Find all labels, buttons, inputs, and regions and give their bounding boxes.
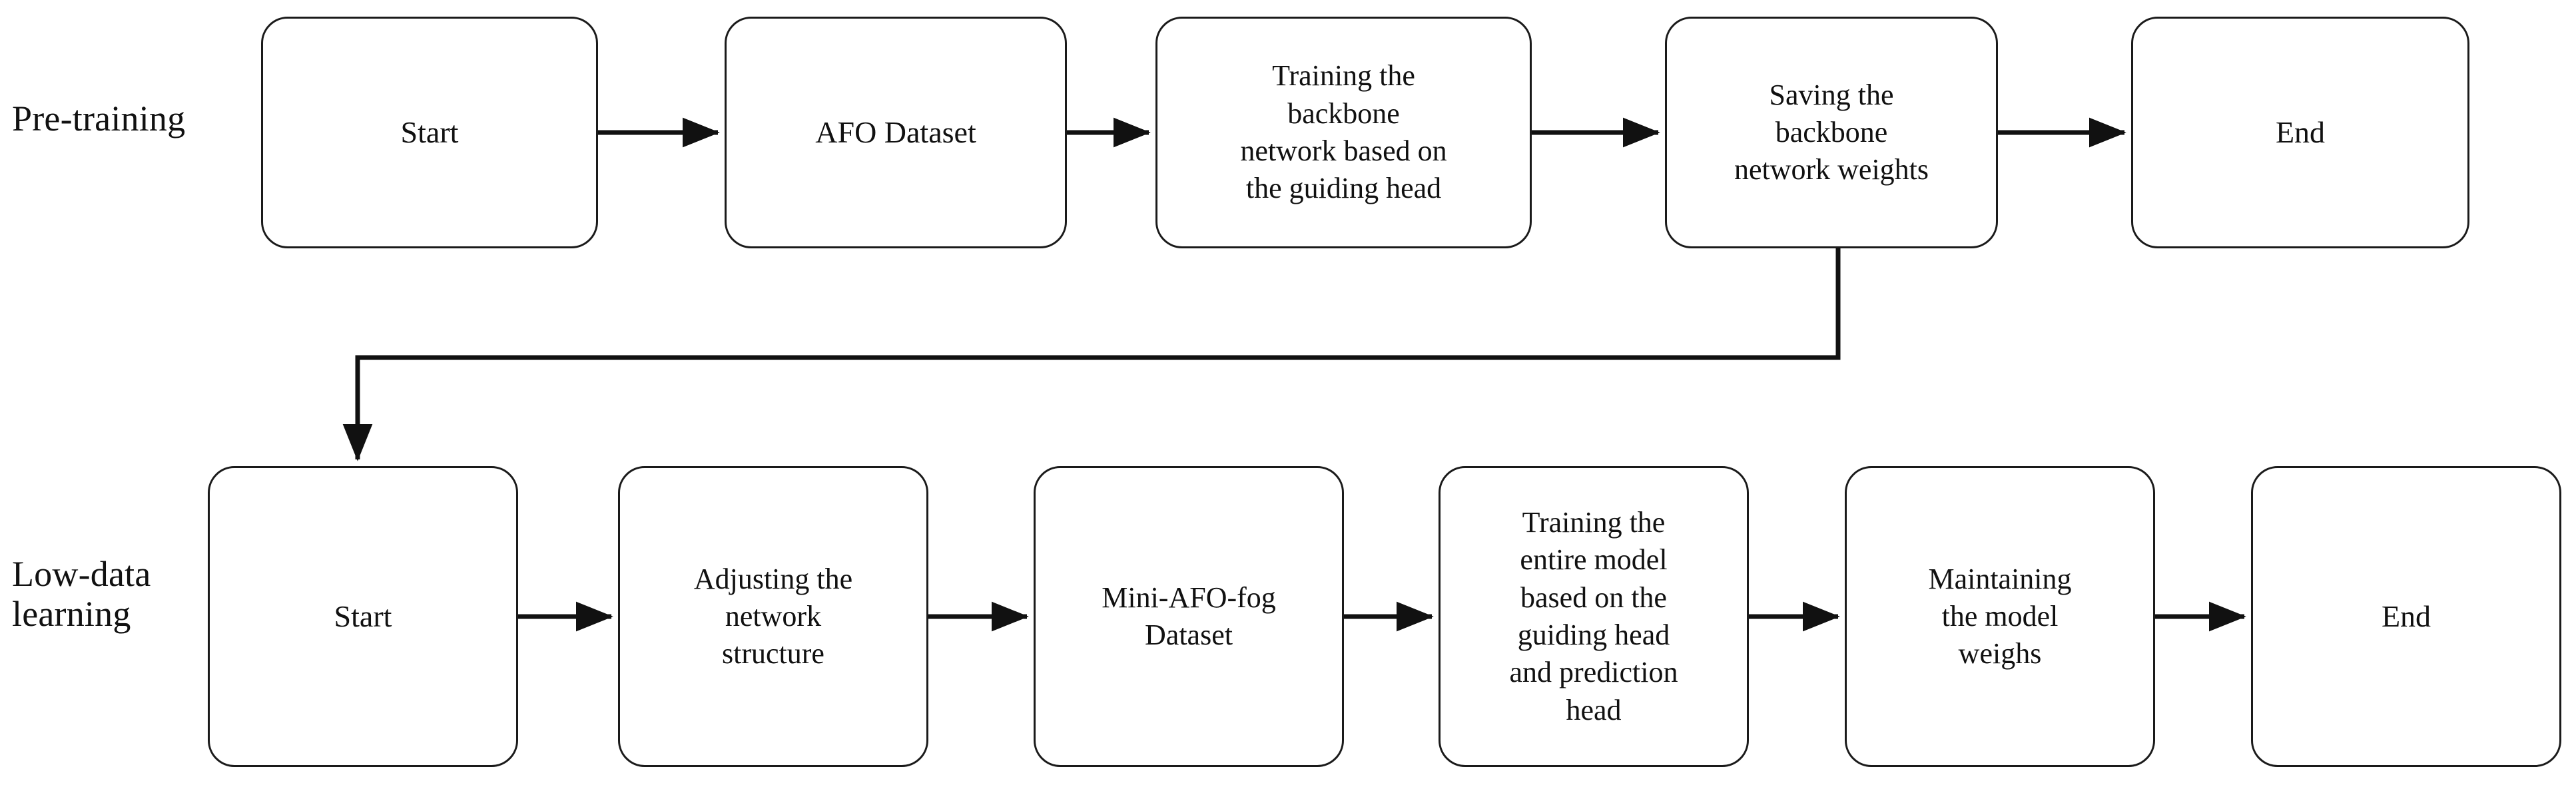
stage-label-low-data-learning: Low-data learning [12, 554, 151, 635]
node-label: Saving the backbone network weights [1734, 78, 1929, 186]
node-training-backbone-guiding-head[interactable]: Training the backbone network based on t… [1155, 17, 1532, 248]
node-label: Training the backbone network based on t… [1240, 59, 1447, 205]
node-training-entire-model[interactable]: Training the entire model based on the g… [1439, 466, 1749, 767]
node-adjusting-network-structure[interactable]: Adjusting the network structure [618, 466, 928, 767]
stage-label-pre-training: Pre-training [12, 99, 186, 138]
connector-saving-weights-to-lowdata-start [342, 248, 1841, 461]
node-label: Training the entire model based on the g… [1509, 506, 1678, 726]
node-label: End [2381, 599, 2431, 633]
node-maintaining-model-weighs[interactable]: Maintaining the model weighs [1845, 466, 2155, 767]
node-mini-afo-fog-dataset[interactable]: Mini-AFO-fog Dataset [1034, 466, 1344, 767]
node-label: AFO Dataset [815, 115, 976, 149]
node-saving-backbone-weights[interactable]: Saving the backbone network weights [1665, 17, 1998, 248]
node-afo-dataset[interactable]: AFO Dataset [725, 17, 1067, 248]
node-lowdata-end[interactable]: End [2251, 466, 2561, 767]
node-label: Start [334, 599, 392, 633]
node-label: Mini-AFO-fog Dataset [1102, 581, 1276, 651]
node-label: Maintaining the model weighs [1928, 562, 2072, 670]
node-lowdata-start[interactable]: Start [208, 466, 518, 767]
node-pretraining-end[interactable]: End [2131, 17, 2469, 248]
node-pretraining-start[interactable]: Start [261, 17, 598, 248]
node-label: End [2275, 115, 2326, 149]
node-label: Start [400, 115, 459, 149]
node-label: Adjusting the network structure [693, 562, 853, 670]
